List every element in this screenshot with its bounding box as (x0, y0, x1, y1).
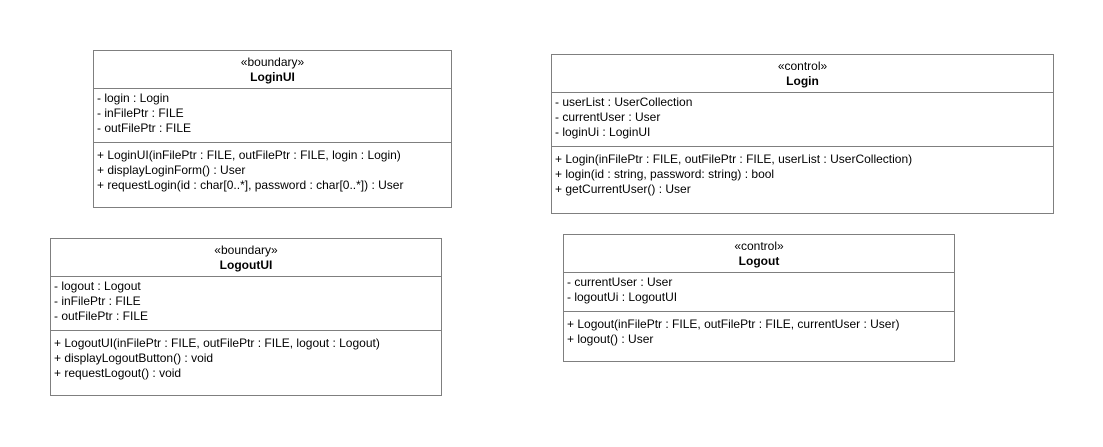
attribute-line: - outFilePtr : FILE (97, 121, 192, 135)
class-name: Logout (738, 254, 780, 268)
attribute-line: - login : Login (97, 91, 170, 105)
class-header: «boundary» LogoutUI (51, 239, 441, 277)
operation-line: + displayLoginForm() : User (97, 163, 246, 177)
attribute-line: - userList : UserCollection (555, 95, 693, 109)
attribute-line: - inFilePtr : FILE (97, 106, 184, 120)
operations-section: + LogoutUI(inFilePtr : FILE, outFilePtr … (51, 331, 441, 386)
attribute-line: - currentUser : User (567, 275, 673, 289)
attribute-line: - currentUser : User (555, 110, 661, 124)
class-login-ui[interactable]: «boundary» LoginUI - login : Login - inF… (93, 50, 452, 208)
operation-line: + displayLogoutButton() : void (54, 351, 214, 365)
class-logout[interactable]: «control» Logout - currentUser : User - … (563, 234, 955, 362)
operations-section: + Login(inFilePtr : FILE, outFilePtr : F… (552, 147, 1053, 202)
attributes-section: - login : Login - inFilePtr : FILE - out… (94, 89, 451, 143)
attribute-line: - logoutUi : LogoutUI (567, 290, 678, 304)
class-login[interactable]: «control» Login - userList : UserCollect… (551, 54, 1054, 214)
class-name: Login (786, 74, 819, 88)
operation-line: + login(id : string, password: string) :… (555, 167, 775, 181)
class-logout-ui[interactable]: «boundary» LogoutUI - logout : Logout - … (50, 238, 442, 396)
attribute-line: - inFilePtr : FILE (54, 294, 141, 308)
operation-line: + LoginUI(inFilePtr : FILE, outFilePtr :… (97, 148, 401, 162)
class-header: «control» Logout (564, 235, 954, 273)
operation-line: + getCurrentUser() : User (555, 182, 691, 196)
class-stereotype: «boundary» (240, 55, 305, 69)
operation-line: + requestLogin(id : char[0..*], password… (97, 178, 404, 192)
attributes-section: - currentUser : User - logoutUi : Logout… (564, 273, 954, 312)
attribute-line: - loginUi : LoginUI (555, 125, 651, 139)
class-name: LogoutUI (219, 258, 273, 272)
attribute-line: - logout : Logout (54, 279, 141, 293)
class-header: «control» Login (552, 55, 1053, 93)
class-header: «boundary» LoginUI (94, 51, 451, 89)
attributes-section: - userList : UserCollection - currentUse… (552, 93, 1053, 147)
class-stereotype: «control» (734, 239, 784, 253)
operation-line: + requestLogout() : void (54, 366, 182, 380)
class-name: LoginUI (250, 70, 295, 84)
attributes-section: - logout : Logout - inFilePtr : FILE - o… (51, 277, 441, 331)
operations-section: + LoginUI(inFilePtr : FILE, outFilePtr :… (94, 143, 451, 198)
operation-line: + LogoutUI(inFilePtr : FILE, outFilePtr … (54, 336, 380, 350)
class-stereotype: «control» (777, 59, 828, 73)
operation-line: + Login(inFilePtr : FILE, outFilePtr : F… (555, 152, 913, 166)
attribute-line: - outFilePtr : FILE (54, 309, 149, 323)
operation-line: + logout() : User (567, 332, 654, 346)
operation-line: + Logout(inFilePtr : FILE, outFilePtr : … (567, 317, 900, 331)
operations-section: + Logout(inFilePtr : FILE, outFilePtr : … (564, 312, 954, 352)
class-stereotype: «boundary» (214, 243, 278, 257)
